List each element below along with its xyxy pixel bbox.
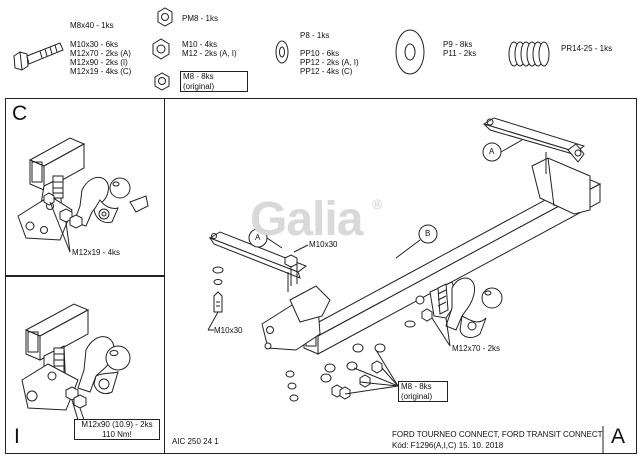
- washer-large-icon: [395, 29, 425, 75]
- bolt-label-m12x19: M12x19 - 4ks (C): [70, 67, 132, 76]
- label-a-left: A: [255, 233, 261, 242]
- spring-label: PR14-25 - 1ks: [561, 44, 613, 53]
- bolt-icon: [13, 42, 64, 71]
- galia-logo-mark: ®: [372, 196, 383, 212]
- main-view-frame: [164, 98, 637, 454]
- washer-p11-label: P11 - 2ks: [443, 49, 477, 58]
- washer-pp12-ai-label: PP12 - 2ks (A, I): [300, 58, 359, 67]
- galia-logo-text: Galia: [250, 193, 363, 246]
- callout-m10x30-left: M10x30: [214, 326, 243, 335]
- washer-pp12-c-label: PP12 - 4ks (C): [300, 67, 353, 76]
- panel-i-drawing: [21, 303, 131, 421]
- nut-m8-qty: M8 - 8ks: [183, 72, 214, 81]
- nut-pm8-label: PM8 - 1ks: [182, 14, 219, 23]
- bolt-label-m8x40: M8x40 - 1ks: [70, 21, 114, 30]
- footer-kod: Kód: F1296(A,I,C) 15. 10. 2018: [392, 441, 504, 450]
- callout-m8-qty: M8 - 8ks: [401, 382, 432, 391]
- galia-logo: Galia: [250, 192, 363, 247]
- nut-m10-label: M10 - 4ks: [182, 40, 218, 49]
- nut-m12-label: M12 - 2ks (A, I): [182, 49, 237, 58]
- spring-icon: [508, 41, 550, 67]
- nut-pm8-icon: [157, 7, 173, 27]
- nut-m10-icon: [152, 38, 170, 60]
- label-b: B: [425, 229, 431, 238]
- footer-vehicle: FORD TOURNEO CONNECT, FORD TRANSIT CONNE…: [392, 430, 603, 439]
- main-drawing: [207, 117, 602, 402]
- nut-m8-icon: [154, 72, 170, 91]
- washer-pp10-label: PP10 - 6ks: [300, 49, 340, 58]
- washer-small-icon: [275, 40, 289, 64]
- panel-c-drawing: [17, 137, 149, 253]
- panel-i-torque: 110 Nm!: [102, 429, 132, 439]
- callout-m8-original: M8 - 8ks (original): [398, 381, 448, 402]
- panel-i-callout: M12x90 (10.9) - 2ks 110 Nm!: [74, 419, 160, 440]
- panel-i-bolt: M12x90 (10.9) - 2ks: [81, 420, 153, 429]
- bolt-label-m12x70: M12x70 - 2ks (A): [70, 49, 131, 58]
- callout-m12x70: M12x70 - 2ks: [452, 344, 501, 353]
- callout-m10x30-top: M10x30: [309, 240, 338, 249]
- label-a-right: A: [489, 147, 495, 156]
- washer-p8-label: P8 - 1ks: [300, 31, 330, 40]
- nut-m8-note: (original): [183, 81, 215, 91]
- footer-code: AIC 250 24 1: [172, 437, 219, 446]
- panel-c-letter: C: [12, 102, 28, 125]
- panel-c-callout: M12x19 - 4ks: [72, 248, 121, 257]
- panel-i-letter: I: [14, 425, 20, 448]
- main-letter: A: [611, 425, 626, 448]
- washer-p9-label: P9 - 8ks: [443, 40, 473, 49]
- callout-m8-note: (original): [401, 391, 433, 401]
- nut-m8-original-label: M8 - 8ks (original): [180, 71, 248, 92]
- bolt-label-m12x90: M12x90 - 2ks (I): [70, 58, 128, 67]
- bolt-label-m10x30: M10x30 - 6ks: [70, 40, 119, 49]
